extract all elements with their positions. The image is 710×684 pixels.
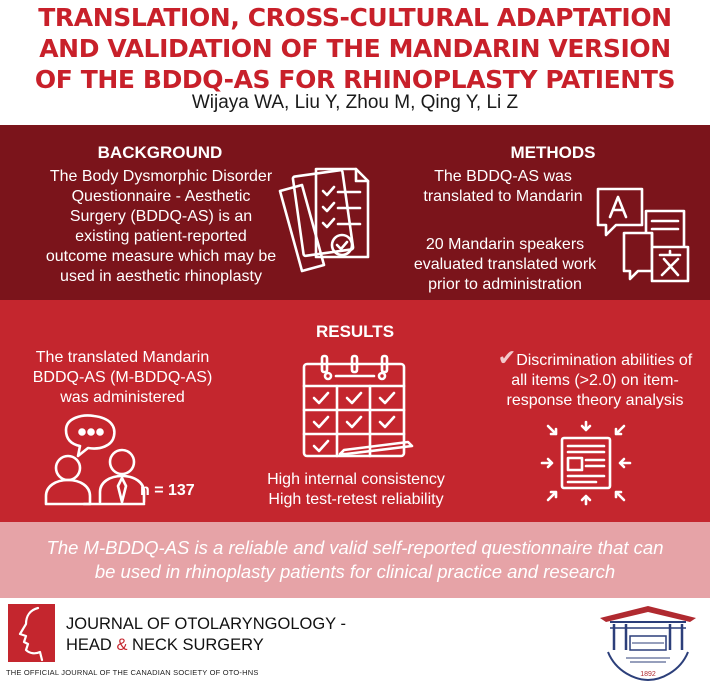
conclusion-line: The M-BDDQ-AS is a reliable and valid se…	[46, 537, 664, 558]
results-reliability: High internal consistency High test-rete…	[236, 470, 476, 510]
methods-heading: METHODS	[510, 143, 596, 162]
conclusion-line: be used in rhinoplasty patients for clin…	[94, 561, 616, 582]
discussion-people-icon	[44, 414, 146, 506]
title-line-3: OF THE BDDQ-AS FOR RHINOPLASTY PATIENTS	[34, 65, 676, 94]
background-heading: BACKGROUND	[97, 143, 223, 162]
background-line: outcome measure which may be	[45, 248, 277, 265]
journal-name: JOURNAL OF OTOLARYNGOLOGY - HEAD & NECK …	[66, 614, 346, 656]
results-line: all items (>2.0) on item-	[511, 372, 679, 389]
methods-line: prior to administration	[428, 276, 582, 293]
hospital-crest-icon: 1892	[600, 606, 696, 682]
journal-line-1: JOURNAL OF OTOLARYNGOLOGY -	[66, 615, 346, 633]
document-checklist-icon	[278, 167, 370, 273]
journal-word: HEAD	[66, 636, 117, 654]
background-line: Questionnaire - Aesthetic	[71, 188, 251, 205]
methods-step-1: The BDDQ-AS was translated to Mandarin	[390, 167, 616, 207]
checkmark-icon: ✔	[497, 345, 517, 370]
background-line: used in aesthetic rhinoplasty	[60, 268, 262, 285]
results-discrimination: ✔Discrimination abilities of all items (…	[480, 345, 710, 411]
methods-line: 20 Mandarin speakers	[425, 236, 585, 253]
results-line: The translated Mandarin	[35, 349, 210, 366]
calendar-check-icon	[302, 354, 414, 458]
results-line: High internal consistency	[267, 471, 445, 488]
background-line: The Body Dysmorphic Disorder	[49, 168, 273, 185]
background-methods-panel: BACKGROUND The Body Dysmorphic Disorder …	[0, 125, 710, 300]
results-line: was administered	[60, 389, 185, 406]
results-panel: RESULTS The translated Mandarin BDDQ-AS …	[0, 300, 710, 522]
journal-line-2: HEAD & NECK SURGERY	[66, 635, 346, 656]
conclusion-panel: The M-BDDQ-AS is a reliable and valid se…	[0, 522, 710, 598]
document-analysis-icon	[540, 420, 632, 506]
methods-line: The BDDQ-AS was	[434, 168, 572, 185]
background-text: The Body Dysmorphic Disorder Questionnai…	[0, 167, 322, 287]
results-administered: The translated Mandarin BDDQ-AS (M-BDDQ-…	[0, 348, 245, 408]
journal-ampersand: &	[116, 636, 128, 654]
title-line-2: AND VALIDATION OF THE MANDARIN VERSION	[39, 34, 671, 63]
methods-line: translated to Mandarin	[423, 188, 583, 205]
methods-line: evaluated translated work	[413, 256, 597, 273]
background-line: existing patient-reported	[75, 228, 247, 245]
journal-word: NECK SURGERY	[127, 636, 264, 654]
results-line: ✔Discrimination abilities of	[480, 345, 710, 371]
sample-size: n = 137	[140, 482, 195, 499]
results-line: BDDQ-AS (M-BDDQ-AS)	[32, 369, 213, 386]
official-journal-note: THE OFFICIAL JOURNAL OF THE CANADIAN SOC…	[6, 668, 259, 677]
background-line: Surgery (BDDQ-AS) is an	[69, 208, 253, 225]
translation-chat-icon	[596, 187, 690, 283]
authors: Wijaya WA, Liu Y, Zhou M, Qing Y, Li Z	[191, 92, 519, 113]
conclusion-text: The M-BDDQ-AS is a reliable and valid se…	[10, 536, 700, 584]
results-line-text: Discrimination abilities of	[516, 352, 693, 369]
hospital-year: 1892	[640, 671, 656, 678]
page-title: TRANSLATION, CROSS-CULTURAL ADAPTATION A…	[0, 2, 710, 95]
methods-step-2: 20 Mandarin speakers evaluated translate…	[380, 235, 630, 295]
results-heading: RESULTS	[315, 322, 395, 341]
results-line: response theory analysis	[506, 392, 684, 409]
journal-logo-icon	[8, 604, 55, 662]
title-line-1: TRANSLATION, CROSS-CULTURAL ADAPTATION	[38, 3, 672, 32]
results-line: High test-retest reliability	[268, 491, 444, 508]
